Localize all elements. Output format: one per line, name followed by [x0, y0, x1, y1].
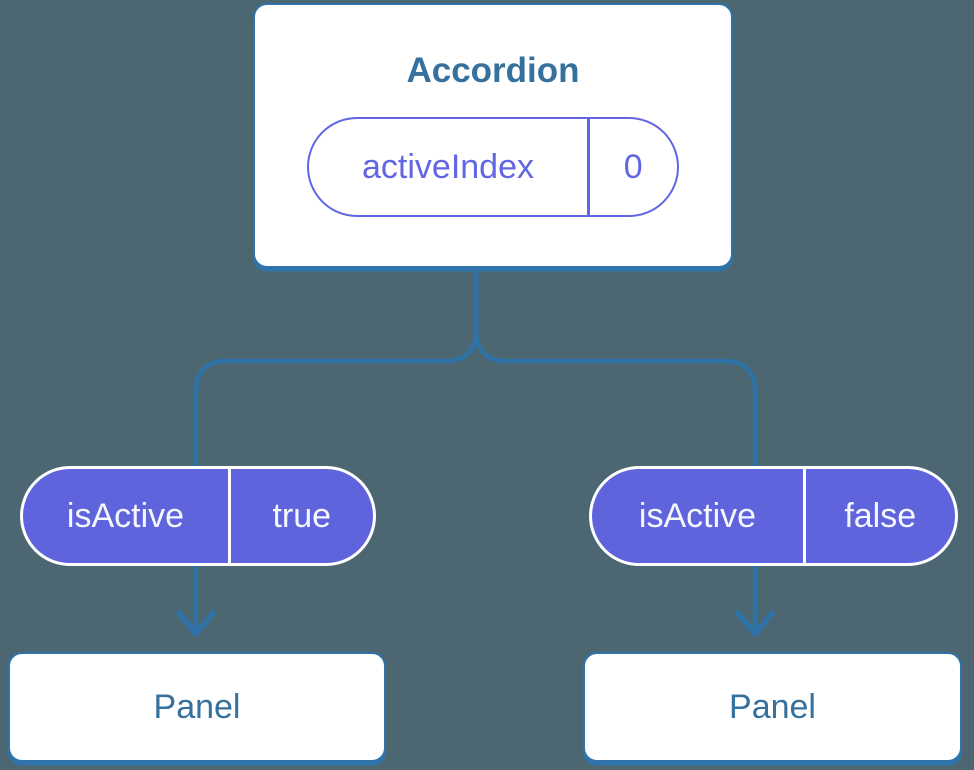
state-name: activeIndex	[362, 147, 534, 186]
pill-divider	[587, 119, 590, 215]
prop-value: true	[272, 496, 332, 535]
state-value: 0	[623, 147, 643, 186]
prop-pill-isactive-true: isActive true	[20, 466, 376, 566]
connector-right-branch	[473, 264, 758, 473]
panel-node-label: Panel	[153, 687, 241, 726]
panel-node-right: Panel	[583, 652, 962, 762]
arrow-left-head-icon	[176, 610, 216, 637]
accordion-node: Accordion activeIndex 0	[253, 3, 733, 268]
pill-divider	[228, 469, 231, 563]
accordion-node-title: Accordion	[406, 51, 580, 90]
panel-node-left: Panel	[8, 652, 386, 762]
prop-name: isActive	[638, 496, 757, 535]
arrow-right-head-icon	[735, 610, 775, 637]
connector-left-branch	[193, 264, 479, 473]
prop-value: false	[844, 496, 917, 535]
pill-divider	[803, 469, 806, 563]
prop-name: isActive	[66, 496, 185, 535]
panel-node-label: Panel	[729, 687, 816, 726]
state-pill-activeindex: activeIndex 0	[307, 117, 679, 217]
prop-pill-isactive-false: isActive false	[589, 466, 958, 566]
